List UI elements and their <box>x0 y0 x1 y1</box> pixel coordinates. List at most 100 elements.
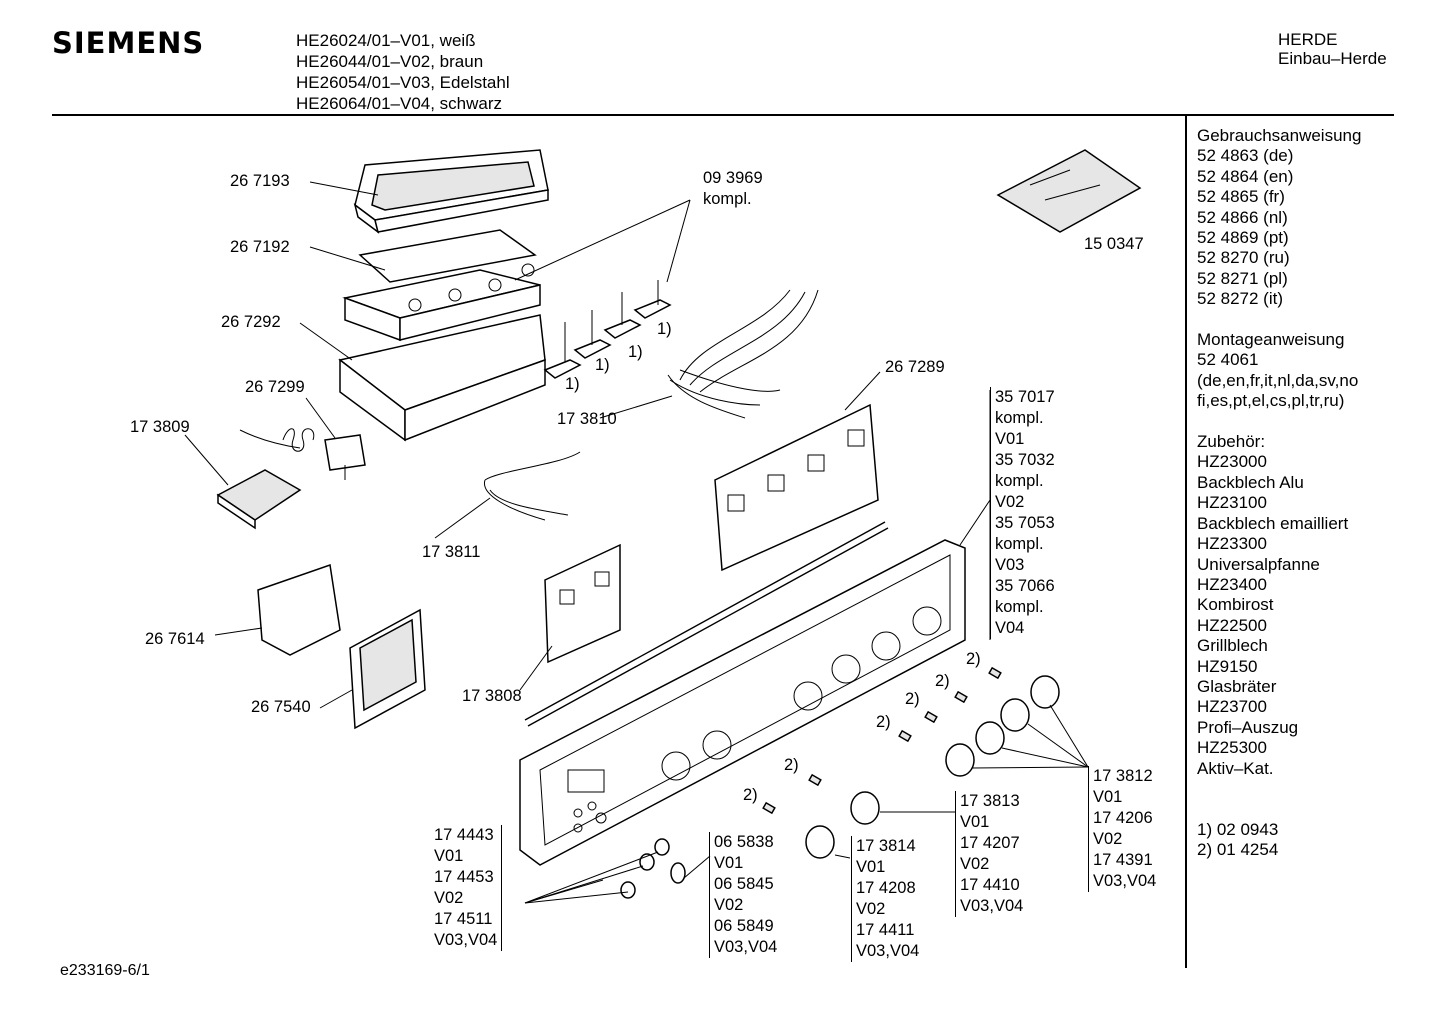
display-frame-part <box>349 608 426 730</box>
part-label: 09 3969 <box>703 169 763 187</box>
group-line: V01 <box>856 858 886 876</box>
group-line: 17 4511 <box>434 910 493 928</box>
footnote-marker: 1) <box>565 375 580 393</box>
brand-logo: SIEMENS <box>52 26 205 60</box>
footnote-item: 2) 01 4254 <box>1197 840 1279 860</box>
accessory-item: Grillblech <box>1197 636 1268 656</box>
cable-harness-part <box>667 289 819 419</box>
sidebar-info: Gebrauchsanweisung 52 4863 (de) 52 4864 … <box>1197 126 1361 861</box>
group-line: V03,V04 <box>856 942 920 960</box>
group-line: V02 <box>1093 830 1123 848</box>
accessory-item: Glasbräter <box>1197 676 1277 696</box>
control-panel-part <box>519 539 966 866</box>
group-line: V01 <box>434 847 464 865</box>
accessory-item: HZ23000 <box>1197 452 1267 472</box>
model-line: HE26064/01–V04, schwarz <box>296 94 503 113</box>
model-line: HE26024/01–V01, weiß <box>296 31 476 50</box>
footnote-marker: 2) <box>935 672 950 690</box>
category-line: Einbau–Herde <box>1278 49 1387 68</box>
group-line: 35 7017 <box>995 388 1055 406</box>
small-inserts-part <box>544 543 621 664</box>
exploded-view-drawing <box>184 149 1142 904</box>
manual-title: Gebrauchsanweisung <box>1197 126 1362 145</box>
group-line: 35 7032 <box>995 451 1055 469</box>
footnote-marker: 1) <box>595 356 610 374</box>
manual-item: 52 4863 (de) <box>1197 146 1294 166</box>
accessory-item: Universalpfanne <box>1197 554 1320 574</box>
group-line: V03,V04 <box>960 897 1024 915</box>
group-line: 17 4410 <box>960 876 1020 894</box>
group-line: 17 4443 <box>434 826 494 844</box>
assembly-item: 52 4061 <box>1197 350 1259 370</box>
button-parts <box>620 838 686 899</box>
category-line: HERDE <box>1278 30 1338 49</box>
footnote-marker: 1) <box>657 320 672 338</box>
manual-item: 52 4866 (nl) <box>1197 207 1288 227</box>
selector-switch-part <box>216 469 302 530</box>
knob-part-group: 17 3813 V01 17 4207 V02 17 4410 V03,V04 <box>955 791 1023 917</box>
part-label: 26 7292 <box>221 313 281 331</box>
group-line: V01 <box>1093 788 1123 806</box>
part-label: 17 3808 <box>462 687 522 705</box>
part-label: kompl. <box>703 190 752 208</box>
knob-parts <box>762 666 1060 859</box>
footnote-marker: 2) <box>743 786 758 804</box>
microswitch-parts <box>543 280 672 379</box>
footnote-marker: 2) <box>784 756 799 774</box>
thermostat-part <box>239 428 366 480</box>
part-label: 26 7289 <box>885 358 945 376</box>
model-list: HE26024/01–V01, weiß HE26044/01–V02, bra… <box>296 30 510 114</box>
knob-part-group: 17 3812 V01 17 4206 V02 17 4391 V03,V04 <box>1088 766 1156 892</box>
manual-item: 52 8270 (ru) <box>1197 248 1290 268</box>
part-label: 26 7614 <box>145 630 205 648</box>
accessory-item: HZ23700 <box>1197 697 1267 717</box>
footnote-marker: 1) <box>628 343 643 361</box>
group-line: kompl. <box>995 535 1044 553</box>
group-line: 17 4453 <box>434 868 494 886</box>
model-line: HE26044/01–V02, braun <box>296 52 484 71</box>
assembly-title: Montageanweisung <box>1197 330 1345 350</box>
carrier-part <box>342 229 541 342</box>
group-line: kompl. <box>995 598 1044 616</box>
manual-item: 52 4865 (fr) <box>1197 187 1285 207</box>
part-label: 15 0347 <box>1084 235 1144 253</box>
manual-item: 52 4869 (pt) <box>1197 228 1289 248</box>
part-label: 26 7193 <box>230 172 290 190</box>
accessory-item: HZ23400 <box>1197 574 1267 594</box>
accessory-item: HZ23100 <box>1197 493 1267 513</box>
accessory-item: HZ25300 <box>1197 738 1267 758</box>
category: HERDE Einbau–Herde <box>1278 30 1387 68</box>
panel-part-group: 35 7017 kompl. V01 35 7032 kompl. V02 35… <box>990 387 1055 639</box>
group-line: V03,V04 <box>1093 872 1157 890</box>
group-line: 17 4391 <box>1093 851 1153 869</box>
group-line: 17 4208 <box>856 879 916 897</box>
footnote-marker: 2) <box>966 650 981 668</box>
group-line: 35 7053 <box>995 514 1055 532</box>
part-label: 26 7299 <box>245 378 305 396</box>
group-line: 06 5849 <box>714 917 774 935</box>
group-line: 35 7066 <box>995 577 1055 595</box>
group-line: 17 4206 <box>1093 809 1153 827</box>
accessory-item: HZ23300 <box>1197 534 1267 554</box>
frame-part <box>353 149 549 234</box>
accessory-item: Backblech emailliert <box>1197 513 1349 533</box>
manual-item: 52 4864 (en) <box>1197 166 1294 186</box>
accessory-item: Aktiv–Kat. <box>1197 758 1274 778</box>
screw-bag-part <box>996 149 1142 233</box>
sidebar-rule <box>1185 116 1187 968</box>
footnote-marker: 2) <box>905 690 920 708</box>
assembly-item: fi,es,pt,el,cs,pl,tr,ru) <box>1197 391 1345 411</box>
group-line: kompl. <box>995 409 1044 427</box>
group-line: 06 5838 <box>714 833 774 851</box>
accessory-item: Backblech Alu <box>1197 472 1304 492</box>
group-line: V02 <box>434 889 464 907</box>
group-line: V02 <box>856 900 886 918</box>
group-line: 17 3813 <box>960 792 1020 810</box>
footnote-marker: 2) <box>876 713 891 731</box>
group-line: V01 <box>714 854 744 872</box>
knob-part-group: 17 3814 V01 17 4208 V02 17 4411 V03,V04 <box>851 836 919 962</box>
group-line: V02 <box>714 896 744 914</box>
group-line: V01 <box>960 813 990 831</box>
accessory-item: HZ9150 <box>1197 656 1258 676</box>
group-line: 17 3814 <box>856 837 916 855</box>
